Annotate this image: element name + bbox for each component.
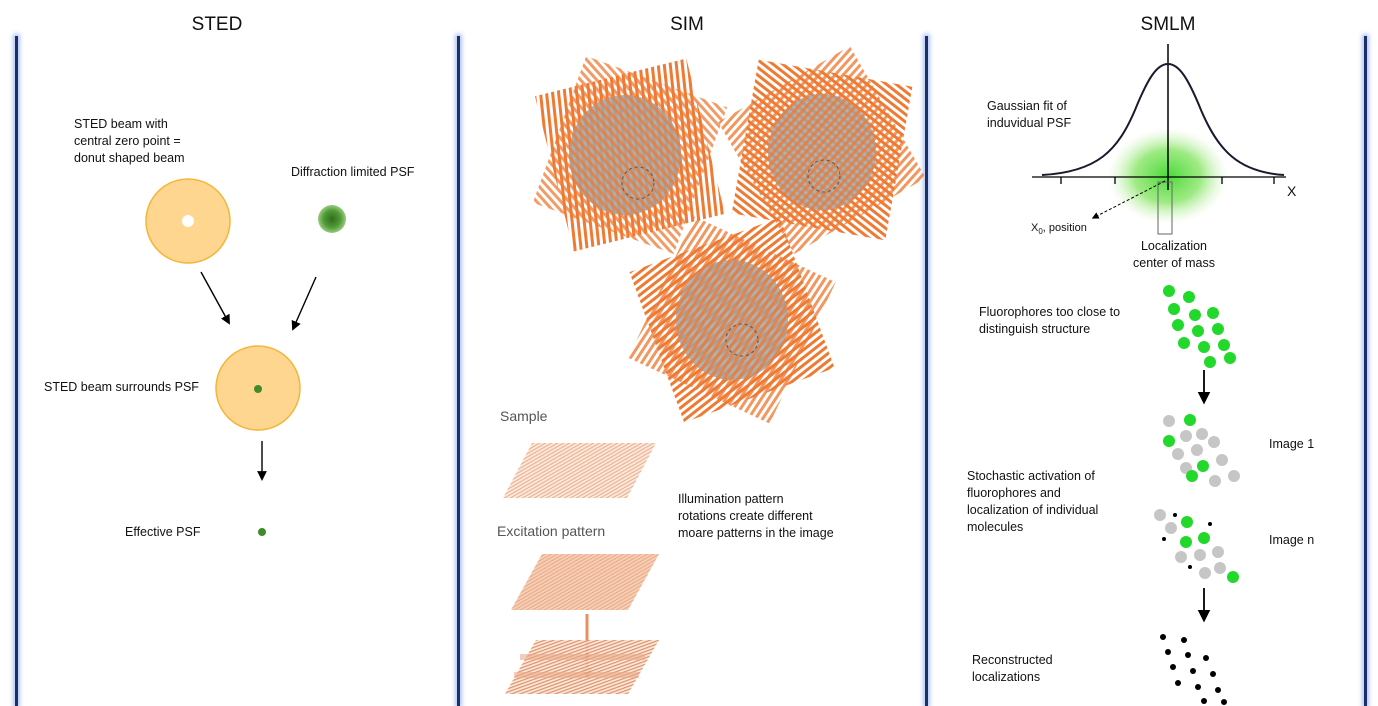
reconstructed-label: Reconstructed localizations	[972, 653, 1053, 684]
image-n-label: Image n	[1269, 533, 1315, 547]
sted-surround-icon	[215, 345, 301, 431]
illumination-label: Illumination pattern rotations create di…	[678, 492, 834, 540]
effective-psf-label: Effective PSF	[125, 525, 201, 539]
sted-title: STED	[191, 14, 243, 35]
gaussian-fit-plot	[1032, 44, 1286, 235]
gaussian-label: Gaussian fit of induvidual PSF	[987, 99, 1072, 130]
result-sheet	[505, 640, 659, 694]
sim-title: SIM	[670, 14, 704, 35]
sted-surround-label: STED beam surrounds PSF	[44, 380, 199, 394]
donut-beam-icon	[145, 178, 231, 264]
stochastic-label: Stochastic activation of fluorophores an…	[967, 469, 1099, 534]
sted-diagram	[145, 178, 346, 536]
excitation-label: Excitation pattern	[497, 523, 606, 539]
fluorophores-label: Fluorophores too close to distinguish st…	[979, 305, 1121, 336]
image-1-cluster	[1163, 414, 1240, 487]
divider-sted-sim	[457, 36, 460, 706]
localization-label: Localization center of mass	[1133, 239, 1215, 270]
diffraction-psf-icon	[318, 205, 346, 233]
image-n-cluster	[1154, 509, 1239, 583]
smlm-title: SMLM	[1140, 14, 1196, 35]
smlm-diagram	[1032, 44, 1286, 705]
sted-beam-label: STED beam with central zero point = donu…	[74, 117, 185, 165]
arrow-donut	[200, 271, 230, 325]
image-1-label: Image 1	[1269, 437, 1315, 451]
effective-psf-icon	[258, 528, 266, 536]
divider-right	[1364, 36, 1367, 706]
diffraction-psf-label: Diffraction limited PSF	[291, 165, 415, 179]
moire-pattern-3	[628, 216, 836, 424]
x0-position-label: X0, position	[1031, 222, 1087, 237]
excitation-sheet	[511, 554, 659, 610]
sample-label: Sample	[500, 408, 548, 424]
arrow-psf	[291, 276, 317, 331]
x-axis-label: X	[1287, 183, 1297, 199]
moire-pattern-1	[532, 56, 728, 254]
sim-diagram	[503, 46, 926, 694]
divider-sim-smlm	[925, 36, 928, 706]
fluorophores-cluster	[1163, 285, 1236, 368]
sample-sheet	[503, 443, 656, 498]
moire-pattern-2	[718, 46, 926, 254]
reconstructed-dots	[1160, 634, 1227, 705]
divider-left	[15, 36, 18, 706]
